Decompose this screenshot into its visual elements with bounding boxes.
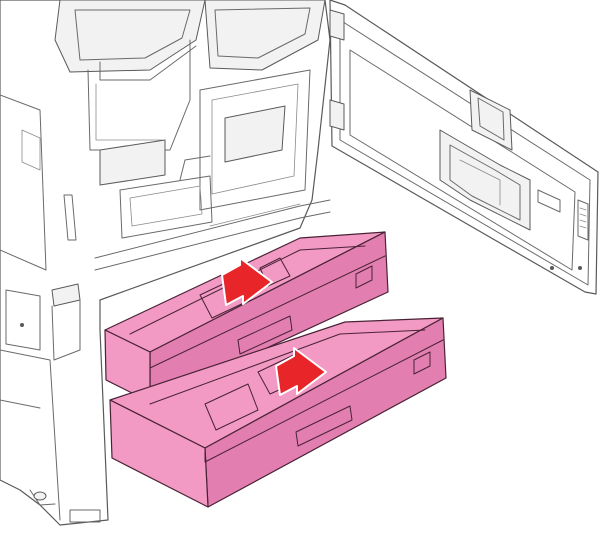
upper-tray-pull-arrow: [221, 257, 273, 306]
open-side-door: [329, 0, 599, 295]
lower-tray-pull-arrow: [275, 347, 327, 396]
printer-body: [0, 0, 331, 526]
lower-paper-tray: [109, 317, 447, 508]
